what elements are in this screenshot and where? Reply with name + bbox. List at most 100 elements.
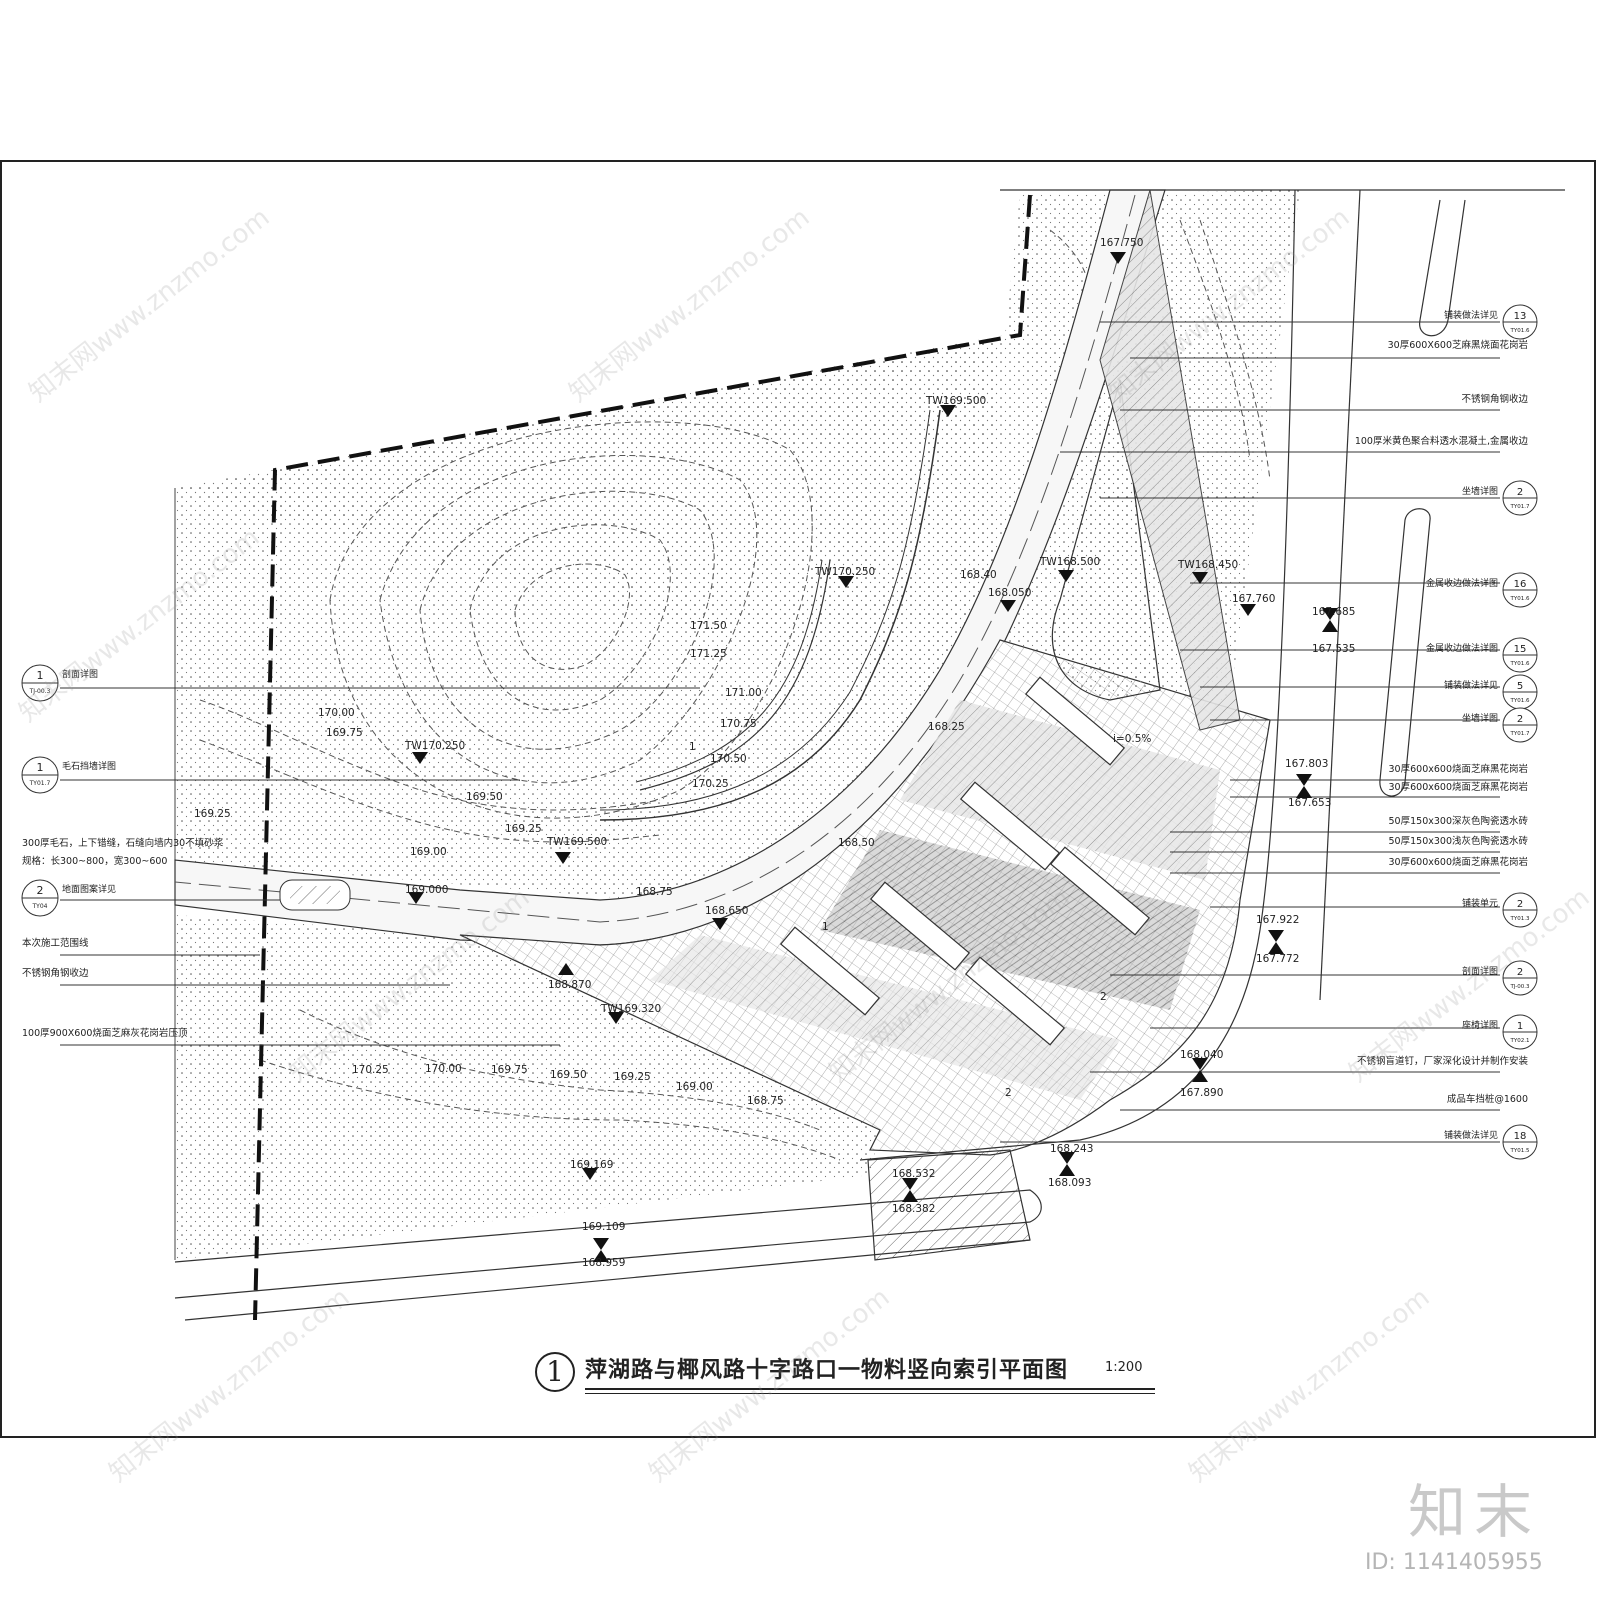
callout-number: 13	[1514, 311, 1527, 322]
callout-number: 1	[37, 761, 44, 774]
elevation-label: TW169.500	[925, 395, 986, 407]
roads	[174, 189, 1565, 1321]
callout-sheet-ref: TY01.6	[1510, 661, 1530, 667]
left-callout-symbols	[21, 664, 59, 917]
plaza-paving	[459, 189, 1271, 1156]
callout-label: 50厚150x300浅灰色陶瓷透水砖	[1389, 835, 1529, 847]
callout-label: 坐墙详图	[1462, 712, 1498, 724]
elevation-label: 169.25	[194, 808, 231, 820]
elevation-label: 169.75	[491, 1064, 528, 1076]
callout-number: 16	[1514, 579, 1527, 590]
callout-label: 规格：长300~800，宽300~600	[22, 855, 167, 867]
callout-label: 毛石挡墙详图	[62, 760, 116, 772]
callout-label: 本次施工范围线	[22, 937, 89, 949]
elevation-label: 167.685	[1312, 606, 1355, 618]
elevation-markers	[408, 252, 1338, 1262]
elevation-label: TW168.450	[1177, 559, 1238, 571]
callout-label: 剖面详图	[1462, 965, 1498, 977]
elevation-label: i=0.5%	[1113, 733, 1151, 745]
callout-label: 座椅详图	[1462, 1019, 1498, 1031]
callout-number: 1	[1517, 1021, 1523, 1032]
elevation-label: 168.243	[1050, 1143, 1093, 1155]
callout-label: 30厚600x600烧面芝麻黑花岗岩	[1389, 856, 1528, 868]
elevation-label: 1	[822, 921, 829, 933]
elevation-label: 168.50	[838, 837, 875, 849]
elevation-label: 170.75	[720, 718, 757, 730]
callout-number: 2	[37, 884, 44, 897]
callout-label: 300厚毛石，上下错缝，石缝向墙内30不填砂浆	[22, 837, 224, 849]
callout-label: 金属收边做法详图	[1426, 577, 1498, 589]
drawing-title-block: 1 萍湖路与椰风路十字路口一物料竖向索引平面图 1:200	[535, 1352, 1155, 1394]
elevation-label: 2	[1100, 991, 1107, 1003]
elevation-label: 168.093	[1048, 1177, 1091, 1189]
elevation-label: TW170.250	[814, 566, 875, 578]
callout-sheet-ref: TY01.7	[1510, 504, 1530, 510]
callout-label: 地面图案详见	[62, 883, 116, 895]
callout-label: 30厚600x600烧面芝麻黑花岗岩	[1389, 763, 1528, 775]
title-underline-thin	[585, 1393, 1155, 1394]
callout-number: 15	[1514, 644, 1527, 655]
callout-label: 铺装做法详见	[1444, 309, 1498, 321]
callout-label: 铺装单元	[1462, 897, 1498, 909]
drawing-title: 萍湖路与椰风路十字路口一物料竖向索引平面图	[585, 1358, 1069, 1383]
curved-path	[174, 189, 1166, 946]
callout-label: 铺装做法详见	[1444, 679, 1498, 691]
elevation-label: 169.25	[614, 1071, 651, 1083]
callout-label: 铺装做法详见	[1444, 1129, 1498, 1141]
callout-sheet-ref: TY01.7	[29, 780, 51, 787]
elevation-label: 169.00	[676, 1081, 713, 1093]
contour-lines	[199, 219, 1271, 1161]
elevation-label: 168.050	[988, 587, 1031, 599]
elevation-label: 169.00	[410, 846, 447, 858]
elevation-label: 171.00	[725, 687, 762, 699]
callout-number: 1	[37, 669, 44, 682]
callout-number: 2	[1517, 899, 1523, 910]
elevation-label: 167.653	[1288, 797, 1331, 809]
elevation-label: TW168.500	[1039, 556, 1100, 568]
elevation-label: 2	[1005, 1087, 1012, 1099]
elevation-label: 168.959	[582, 1257, 625, 1269]
callout-number: 2	[1517, 714, 1523, 725]
elevation-label: 169.109	[582, 1221, 625, 1233]
elevation-label: 167.760	[1232, 593, 1275, 605]
elevation-label: 169.75	[326, 727, 363, 739]
elevation-label: 171.25	[690, 648, 727, 660]
elevation-label: 1	[689, 741, 696, 753]
elevation-label: 167.803	[1285, 758, 1328, 770]
drawing-scale: 1:200	[1105, 1360, 1143, 1375]
callout-label: 100厚米黄色聚合料透水混凝土,金属收边	[1355, 435, 1529, 447]
elevation-label: 168.870	[548, 979, 591, 991]
elevation-label: 168.532	[892, 1168, 935, 1180]
callout-label: 坐墙详图	[1462, 485, 1498, 497]
callout-label: 剖面详图	[62, 668, 98, 680]
elevation-label: 168.40	[960, 569, 997, 581]
callout-number: 2	[1517, 487, 1523, 498]
callout-number: 18	[1514, 1131, 1527, 1142]
elevation-label: 167.890	[1180, 1087, 1223, 1099]
callout-label: 不锈钢角钢收边	[1461, 393, 1528, 405]
elevation-label: 170.25	[352, 1064, 389, 1076]
callout-sheet-ref: TY01.6	[1510, 596, 1530, 602]
callout-label: 金属收边做法详图	[1426, 642, 1498, 654]
callout-label: 30厚600X600芝麻黑烧面花岗岩	[1388, 339, 1528, 351]
elevation-label: 168.040	[1180, 1049, 1223, 1061]
leader-lines	[60, 321, 1500, 1143]
elevation-label: 171.50	[690, 620, 727, 632]
callout-sheet-ref: TY02.1	[1510, 1038, 1530, 1044]
elevation-label: 167.922	[1256, 914, 1299, 926]
callout-sheet-ref: TJ-00.3	[1509, 984, 1530, 990]
callout-sheet-ref: TY04	[32, 903, 48, 910]
elevation-label: 168.75	[747, 1095, 784, 1107]
elevation-label: 169.50	[550, 1069, 587, 1081]
elevation-label: 170.00	[425, 1063, 462, 1075]
elevation-label: 167.535	[1312, 643, 1355, 655]
elevation-label: 169.25	[505, 823, 542, 835]
elevation-label: 170.50	[710, 753, 747, 765]
elevation-label: 170.25	[692, 778, 729, 790]
callout-label: 不锈钢盲道钉，厂家深化设计并制作安装	[1357, 1055, 1529, 1067]
elevation-label: 168.382	[892, 1203, 935, 1215]
